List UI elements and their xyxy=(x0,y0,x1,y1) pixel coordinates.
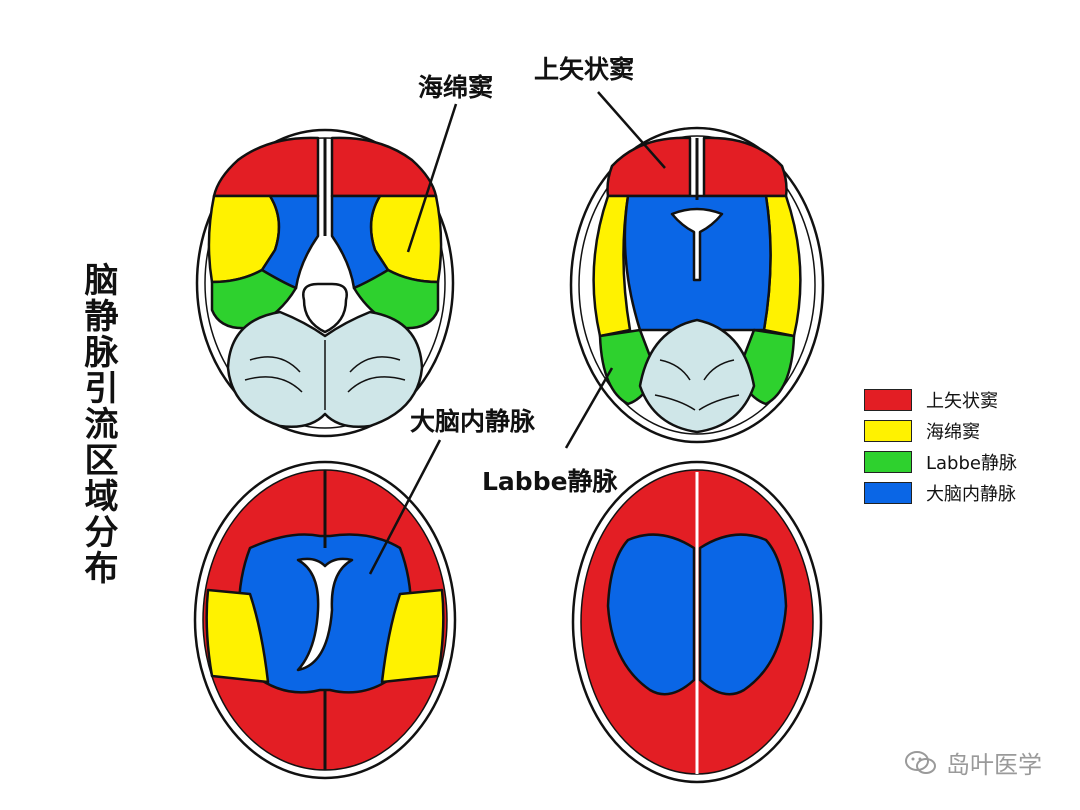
brain-section-top-left xyxy=(195,128,455,438)
legend-swatch-yellow xyxy=(864,420,912,442)
wechat-icon xyxy=(905,750,936,774)
legend-swatch-blue xyxy=(864,482,912,504)
watermark-text: 岛叶医学 xyxy=(946,751,1042,779)
diagram-title: 脑静脉引流区域分布 xyxy=(78,262,118,586)
legend-item: 海绵窦 xyxy=(864,418,1017,444)
label-labbe-vein: Labbe静脉 xyxy=(482,467,618,496)
brain-section-bottom-right xyxy=(571,460,823,784)
watermark: 岛叶医学 xyxy=(904,745,1042,780)
legend-label: 海绵窦 xyxy=(926,422,980,443)
legend-label: 大脑内静脉 xyxy=(926,484,1016,505)
legend-label: Labbe静脉 xyxy=(926,453,1017,474)
legend-swatch-green xyxy=(864,451,912,473)
brain-section-top-right xyxy=(569,126,825,444)
label-superior-sagittal-sinus: 上矢状窦 xyxy=(534,55,635,84)
legend-item: 大脑内静脉 xyxy=(864,480,1017,506)
legend-swatch-red xyxy=(864,389,912,411)
legend: 上矢状窦 海绵窦 Labbe静脉 大脑内静脉 xyxy=(864,387,1017,511)
leader-lines xyxy=(368,91,666,575)
legend-item: Labbe静脉 xyxy=(864,449,1017,475)
legend-item: 上矢状窦 xyxy=(864,387,1017,413)
legend-label: 上矢状窦 xyxy=(926,391,998,412)
label-internal-cerebral-vein: 大脑内静脉 xyxy=(410,407,536,436)
label-cavernous-sinus: 海绵窦 xyxy=(418,73,494,102)
brain-section-bottom-left xyxy=(193,460,457,780)
